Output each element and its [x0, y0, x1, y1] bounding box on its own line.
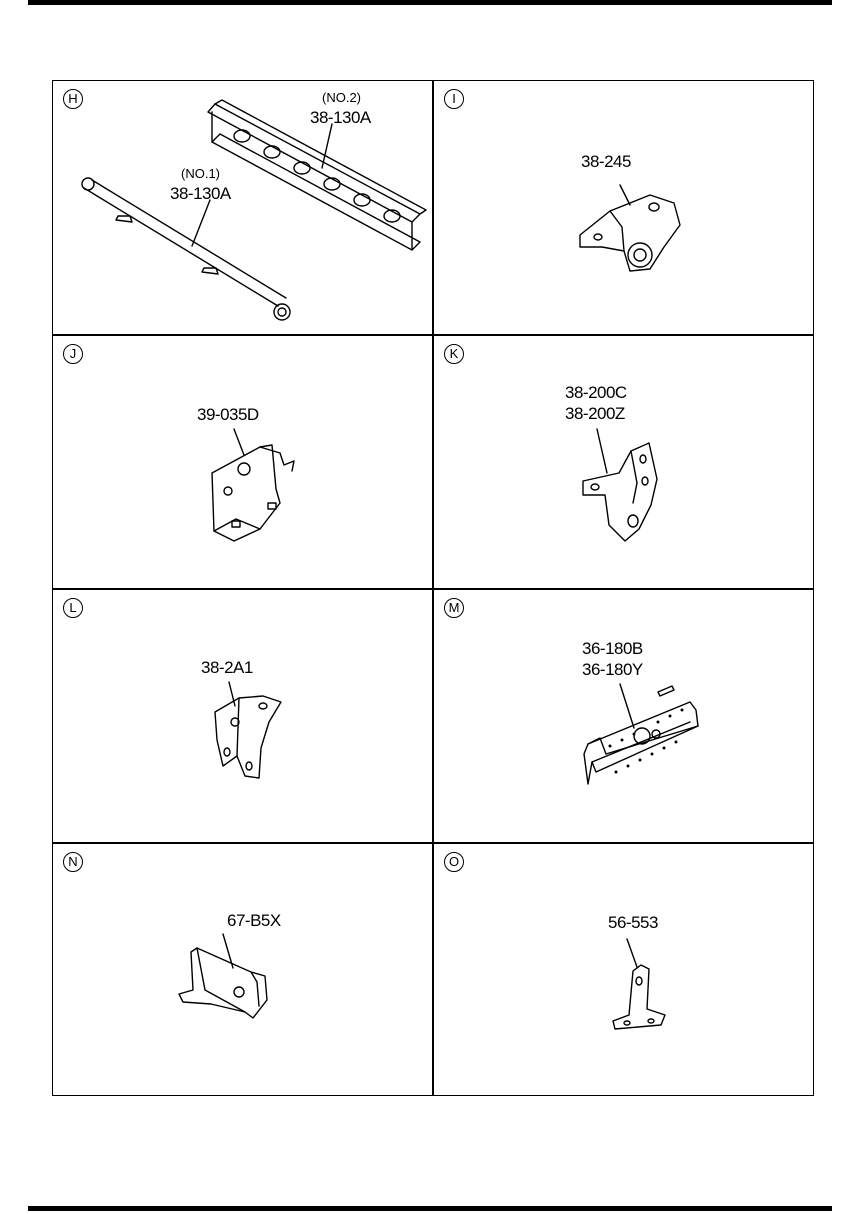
panel-n-part[interactable]: 67-B5X	[227, 911, 281, 930]
panel-o-badge: O	[444, 852, 464, 872]
panel-h-note-no2: (NO.2)	[322, 90, 361, 105]
panel-m-part2[interactable]: 36-180Y	[582, 660, 643, 679]
panel-k-badge: K	[444, 344, 464, 364]
panel-h-part-no2[interactable]: 38-130A	[310, 108, 371, 127]
frame-36-180b-illustration	[583, 683, 699, 785]
bottom-rule	[28, 1206, 832, 1211]
grid-divider-row1	[52, 334, 814, 336]
grid-divider-row3	[52, 842, 814, 844]
panel-o-part[interactable]: 56-553	[608, 913, 658, 932]
bracket-38-2a1-illustration	[214, 681, 282, 779]
panel-h-note-no1: (NO.1)	[181, 166, 220, 181]
cross-member-illustration	[81, 99, 427, 321]
panel-n-badge: N	[63, 852, 83, 872]
panel-k-part2[interactable]: 38-200Z	[565, 404, 625, 423]
grid-divider-row2	[52, 588, 814, 590]
panel-m-badge: M	[444, 598, 464, 618]
bracket-67-b5x-illustration	[178, 933, 268, 1019]
bracket-56-553-illustration	[612, 938, 666, 1030]
panel-l-badge: L	[63, 598, 83, 618]
panel-k-part1[interactable]: 38-200C	[565, 383, 627, 402]
panel-h-badge: H	[63, 89, 83, 109]
panel-i-part[interactable]: 38-245	[581, 152, 631, 171]
bracket-38-200c-illustration	[582, 428, 658, 542]
panel-j-badge: J	[63, 344, 83, 364]
panel-h-part-no1[interactable]: 38-130A	[170, 184, 231, 203]
top-rule	[28, 0, 832, 5]
panel-i-badge: I	[444, 89, 464, 109]
panel-m-part1[interactable]: 36-180B	[582, 639, 643, 658]
panel-l-part[interactable]: 38-2A1	[201, 658, 253, 677]
bracket-38-245-illustration	[579, 184, 681, 272]
panel-j-part[interactable]: 39-035D	[197, 405, 259, 424]
bracket-39-035d-illustration	[211, 428, 295, 542]
